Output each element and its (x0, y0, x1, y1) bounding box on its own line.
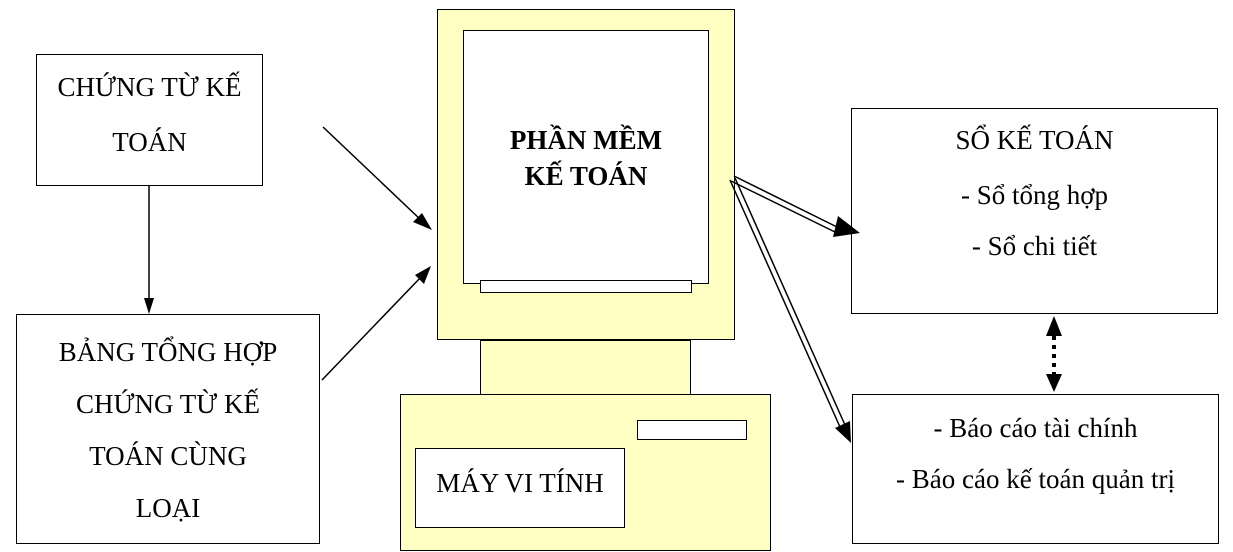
ledger-item-summary: - Sổ tổng hợp (960, 180, 1109, 210)
summary-line3: TOÁN CÙNG (89, 441, 247, 471)
computer-label-box (415, 448, 625, 528)
arrow-source-to-summary (144, 186, 154, 314)
arrow-software-to-reports (729, 177, 851, 443)
report-item-management: - Báo cáo kế toán quản trị (896, 464, 1175, 494)
summary-line1: BẢNG TỔNG HỢP (58, 337, 278, 367)
arrow-summary-to-software (321, 266, 431, 381)
summary-line4: LOẠI (135, 493, 201, 523)
computer-label: MÁY VI TÍNH (436, 468, 604, 498)
arrow-ledger-reports-link (1046, 316, 1062, 392)
disk-drive-slot (637, 420, 747, 440)
report-box (852, 394, 1219, 544)
screen-bar (480, 280, 692, 293)
ledger-title: SỔ KẾ TOÁN (955, 125, 1114, 155)
summary-line2: CHỨNG TỪ KẾ (76, 389, 260, 419)
source-documents-line2: TOÁN (112, 127, 187, 157)
monitor-screen (463, 30, 709, 284)
ledger-box (851, 108, 1218, 314)
monitor-neck (480, 340, 691, 395)
ledger-item-detail: - Sổ chi tiết (971, 231, 1098, 261)
software-title-line1: PHẦN MỀM (509, 125, 663, 155)
arrow-source-to-software (322, 126, 432, 230)
summary-box (16, 314, 320, 544)
report-item-financial: - Báo cáo tài chính (933, 413, 1138, 443)
arrow-software-to-ledger (730, 175, 860, 237)
source-documents-line1: CHỨNG TỪ KẾ (57, 72, 242, 102)
software-title-line2: KẾ TOÁN (524, 161, 648, 191)
source-documents-box (36, 54, 263, 186)
